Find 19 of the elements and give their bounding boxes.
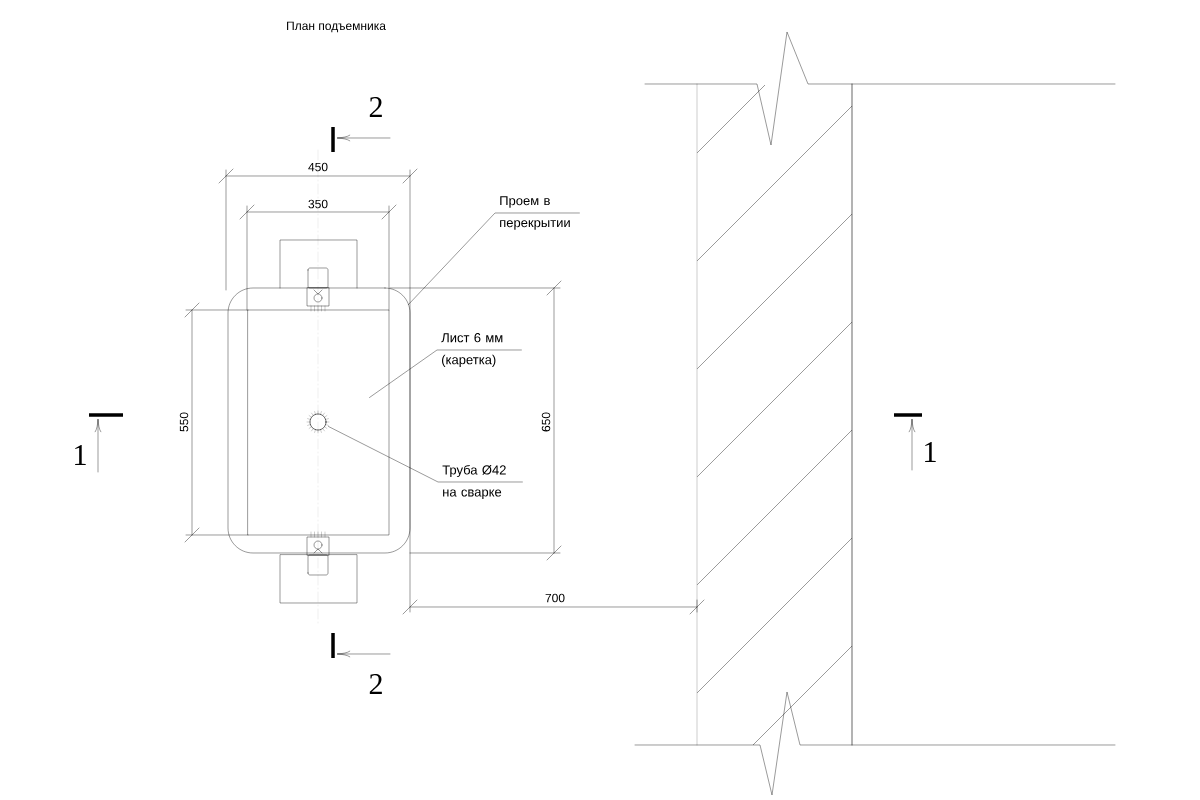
leader-text: Лист 6 мм (каретка) [441, 333, 503, 367]
outline-box [227, 287, 411, 554]
dimension-text: 650 [541, 412, 551, 432]
outline-box [247, 309, 390, 536]
section-number: 1 [925, 442, 936, 462]
leader-line [328, 426, 523, 483]
section-number: 2 [369, 674, 382, 694]
section-number: 1 [75, 445, 86, 465]
dimension-text: 700 [545, 593, 565, 603]
title: План подъемника [287, 21, 386, 33]
dimension-text: 450 [308, 162, 328, 172]
dimension-text: 550 [179, 412, 189, 432]
leader-line [369, 349, 522, 398]
leader-text: Труба Ø42 на сварке [442, 464, 506, 500]
pipe-circle [306, 410, 330, 434]
section-number: 2 [369, 97, 382, 117]
leader-text: Проем в перекрытии [500, 196, 570, 230]
dimension-text: 350 [308, 199, 328, 209]
leader-line [408, 212, 580, 305]
